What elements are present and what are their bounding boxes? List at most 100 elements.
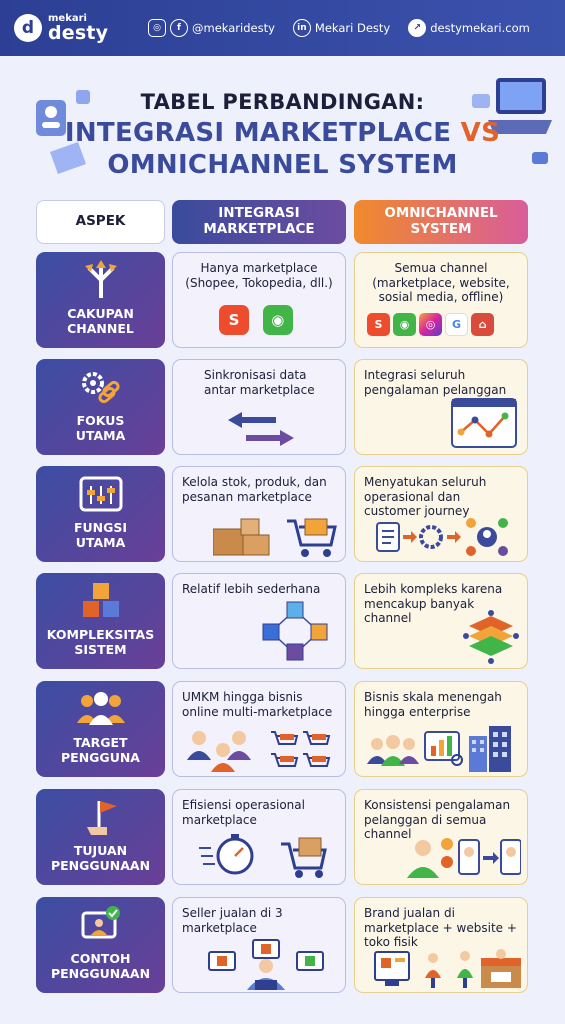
column-header-marketplace: INTEGRASI MARKETPLACE [172, 200, 346, 244]
cell-omni-tujuan: Konsistensi pengalaman pelanggan di semu… [354, 789, 528, 885]
brand-logo[interactable]: d mekari desty [14, 12, 132, 44]
journey-chart-icon [451, 398, 517, 448]
header-bar: d mekari desty ◎ f @mekaridesty in Mekar… [0, 0, 565, 56]
aspect-fokus-utama: FOKUS UTAMA [36, 359, 165, 455]
store-website-shoppers-icon [374, 949, 521, 988]
aspect-tujuan-penggunaan: TUJUAN PENGGUNAAN [36, 789, 165, 885]
aspect-label-2: UTAMA [75, 428, 126, 443]
column-header-marketplace-line1: INTEGRASI [218, 205, 300, 222]
tokopedia-owl-icon: ◉ [262, 305, 293, 335]
aspect-label-2: CHANNEL [67, 321, 134, 336]
aspect-cakupan-channel: CAKUPAN CHANNEL [36, 252, 165, 348]
aspect-label-2: UTAMA [75, 535, 126, 550]
control-panel-icon [79, 476, 122, 512]
website-text: destymekari.com [430, 21, 530, 35]
split-arrows-icon [84, 260, 117, 298]
cell-omni-kompleksitas: Lebih kompleks karena mencakup banyak ch… [354, 573, 528, 669]
cell-marketplace-fungsi: Kelola stok, produk, dan pesanan marketp… [172, 466, 346, 562]
linkedin-link[interactable]: in Mekari Desty [292, 19, 391, 37]
aspect-label-1: CONTOH [70, 951, 131, 966]
column-header-omnichannel: OMNICHANNEL SYSTEM [354, 200, 528, 244]
profile-card-decor-icon [36, 90, 90, 174]
aspect-label-2: SISTEM [74, 642, 127, 657]
cell-marketplace-cakupan: Hanya marketplace (Shopee, Tokopedia, dl… [172, 252, 346, 348]
google-icon: G [445, 313, 468, 336]
aspect-label-1: TARGET [73, 735, 128, 750]
facebook-icon: f [170, 19, 188, 37]
cell-text: UMKM hingga bisnis online multi-marketpl… [182, 690, 333, 719]
column-header-aspect-label: ASPEK [75, 213, 126, 230]
aspect-label-2: PENGGUNAAN [50, 966, 151, 981]
tokopedia-owl-icon: ◉ [393, 313, 416, 336]
sellers-carts-icon [187, 731, 331, 772]
cell-text: Konsistensi pengalaman pelanggan di semu… [364, 798, 511, 842]
cell-text: Semua channel (marketplace, website, sos… [372, 261, 510, 305]
desty-logo-icon: d [14, 14, 42, 42]
cell-text: Sinkronisasi data antar marketplace [204, 368, 315, 397]
store-icon: ⌂ [471, 313, 494, 336]
seller-laptops-icon [208, 939, 324, 990]
aspect-contoh-penggunaan: CONTOH PENGGUNAAN [36, 897, 165, 993]
title-line-3: OMNICHANNEL SYSTEM [107, 150, 458, 180]
cell-text: Lebih kompleks karena mencakup banyak ch… [364, 582, 503, 626]
cell-omni-target: Bisnis skala menengah hingga enterprise [354, 681, 528, 777]
aspect-label-1: CAKUPAN [67, 306, 134, 321]
brand-big-text: desty [48, 21, 109, 44]
brand-small-text: mekari [48, 12, 87, 24]
column-header-aspect: ASPEK [36, 200, 165, 244]
column-header-omnichannel-line1: OMNICHANNEL [384, 205, 498, 222]
cell-text: Menyatukan seluruh operasional dan custo… [364, 475, 487, 519]
cell-marketplace-target: UMKM hingga bisnis online multi-marketpl… [172, 681, 346, 777]
cell-text: Bisnis skala menengah hingga enterprise [364, 690, 502, 719]
aspect-label-2: PENGGUNAAN [50, 858, 151, 873]
aspect-fungsi-utama: FUNGSI UTAMA [36, 466, 165, 562]
linkedin-name: Mekari Desty [314, 21, 391, 35]
cell-omni-contoh: Brand jualan di marketplace + website + … [354, 897, 528, 993]
aspect-kompleksitas-sistem: KOMPLEKSITAS SISTEM [36, 573, 165, 669]
instagram-handle: @mekaridesty [192, 21, 275, 35]
cell-text: Efisiensi operasional marketplace [182, 798, 305, 827]
title-line-1: TABEL PERBANDINGAN: [140, 90, 425, 114]
cell-omni-fungsi: Menyatukan seluruh operasional dan custo… [354, 466, 528, 562]
laptop-decor-icon [472, 78, 552, 164]
cell-text: Seller jualan di 3 marketplace [182, 906, 283, 935]
flag-hand-icon [86, 801, 117, 835]
title-vs: VS [460, 118, 501, 148]
people-group-icon [76, 692, 125, 725]
monitor-check-icon [81, 906, 120, 939]
cell-text: Kelola stok, produk, dan pesanan marketp… [182, 475, 327, 504]
cell-text: Brand jualan di marketplace + website + … [364, 906, 517, 950]
shopee-bag-icon: S [219, 305, 249, 335]
shopee-bag-icon: S [367, 313, 390, 336]
aspect-label-2: PENGGUNA [61, 750, 140, 765]
cell-text: Integrasi seluruh pengalaman pelanggan [364, 368, 507, 397]
aspect-label-1: FOKUS [76, 413, 125, 428]
cell-marketplace-fokus: Sinkronisasi data antar marketplace [172, 359, 346, 455]
linkedin-icon: in [292, 19, 311, 37]
cell-text: Hanya marketplace (Shopee, Tokopedia, dl… [185, 261, 333, 290]
title-line-2-main: INTEGRASI MARKETPLACE [64, 118, 461, 148]
aspect-label-1: FUNGSI [73, 520, 128, 535]
cubes-icon [82, 583, 119, 617]
instagram-icon: ◎ [419, 313, 442, 336]
cell-text: Relatif lebih sederhana [182, 582, 321, 596]
website-link[interactable]: ↗ destymekari.com [408, 19, 530, 37]
layered-network-icon [463, 610, 519, 664]
enterprise-buildings-icon [367, 726, 511, 772]
column-header-marketplace-line2: MARKETPLACE [203, 221, 315, 237]
arrow-link-icon: ↗ [408, 19, 427, 37]
cell-omni-cakupan: Semua channel (marketplace, website, sos… [354, 252, 528, 348]
cell-marketplace-kompleksitas: Relatif lebih sederhana [172, 573, 346, 669]
title-line-2: INTEGRASI MARKETPLACE VS [0, 118, 565, 148]
aspect-target-pengguna: TARGET PENGGUNA [36, 681, 165, 777]
stopwatch-cart-icon [199, 834, 327, 878]
column-header-omnichannel-line2: SYSTEM [410, 221, 472, 237]
sync-arrows-icon [228, 412, 294, 446]
gear-link-icon [81, 372, 120, 404]
aspect-label-1: KOMPLEKSITAS [46, 627, 155, 642]
boxes-cart-icon [213, 518, 337, 557]
instagram-facebook-link[interactable]: ◎ f @mekaridesty [148, 19, 275, 37]
cell-marketplace-tujuan: Efisiensi operasional marketplace [172, 789, 346, 885]
customer-devices-icon [407, 838, 521, 878]
title-block: TABEL PERBANDINGAN: INTEGRASI MARKETPLAC… [0, 90, 565, 180]
